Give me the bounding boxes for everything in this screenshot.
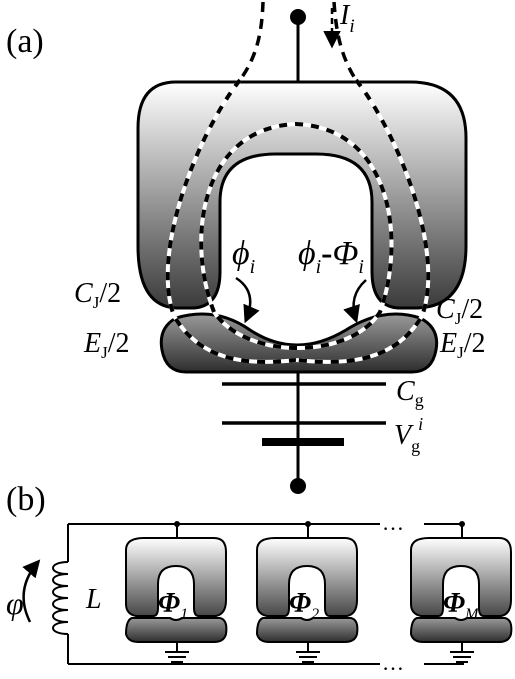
left-junction-energy: EJ/2	[83, 328, 130, 362]
phase-left-label: ϕi	[232, 235, 255, 278]
current-path-left-outer	[165, 78, 297, 364]
phase-arrow	[22, 559, 41, 623]
gate-voltage-label: Vgi	[394, 414, 423, 456]
bottom-terminal	[290, 478, 306, 494]
qubit-m-flux-label: ΦM	[443, 588, 480, 623]
gate-voltage-plate	[262, 438, 344, 446]
right-junction-energy: EJ/2	[439, 328, 486, 362]
ground-symbol	[164, 641, 190, 663]
current-path-left-outside	[238, 1, 265, 82]
current-label: Ii	[339, 0, 355, 37]
phase-right-arrow	[343, 279, 367, 324]
phase-left-arrow	[235, 276, 260, 324]
phase-right-label: ϕi-Φi	[298, 235, 364, 278]
inductor-label: L	[85, 584, 102, 615]
phase-label: φ	[6, 585, 24, 621]
gate-capacitor-label: Cg	[396, 376, 424, 410]
current-path-right-outer	[295, 78, 431, 364]
panel-a-label: (a)	[6, 23, 44, 60]
ellipsis-top: …	[382, 510, 404, 535]
right-junction-capacitance: CJ/2	[436, 294, 483, 328]
ellipsis-bottom: …	[382, 650, 404, 675]
qubit-2-flux-label: Φ2	[289, 588, 319, 623]
ground-symbol	[449, 641, 475, 663]
ground-symbol	[295, 641, 321, 663]
superconducting-ring	[136, 80, 468, 310]
left-junction-capacitance: CJ/2	[74, 278, 121, 312]
inductor-coil	[52, 561, 69, 635]
qubit-1-flux-label: Φ1	[158, 588, 188, 623]
current-path-inner-loop	[199, 121, 394, 350]
panel-b-label: (b)	[6, 481, 46, 518]
